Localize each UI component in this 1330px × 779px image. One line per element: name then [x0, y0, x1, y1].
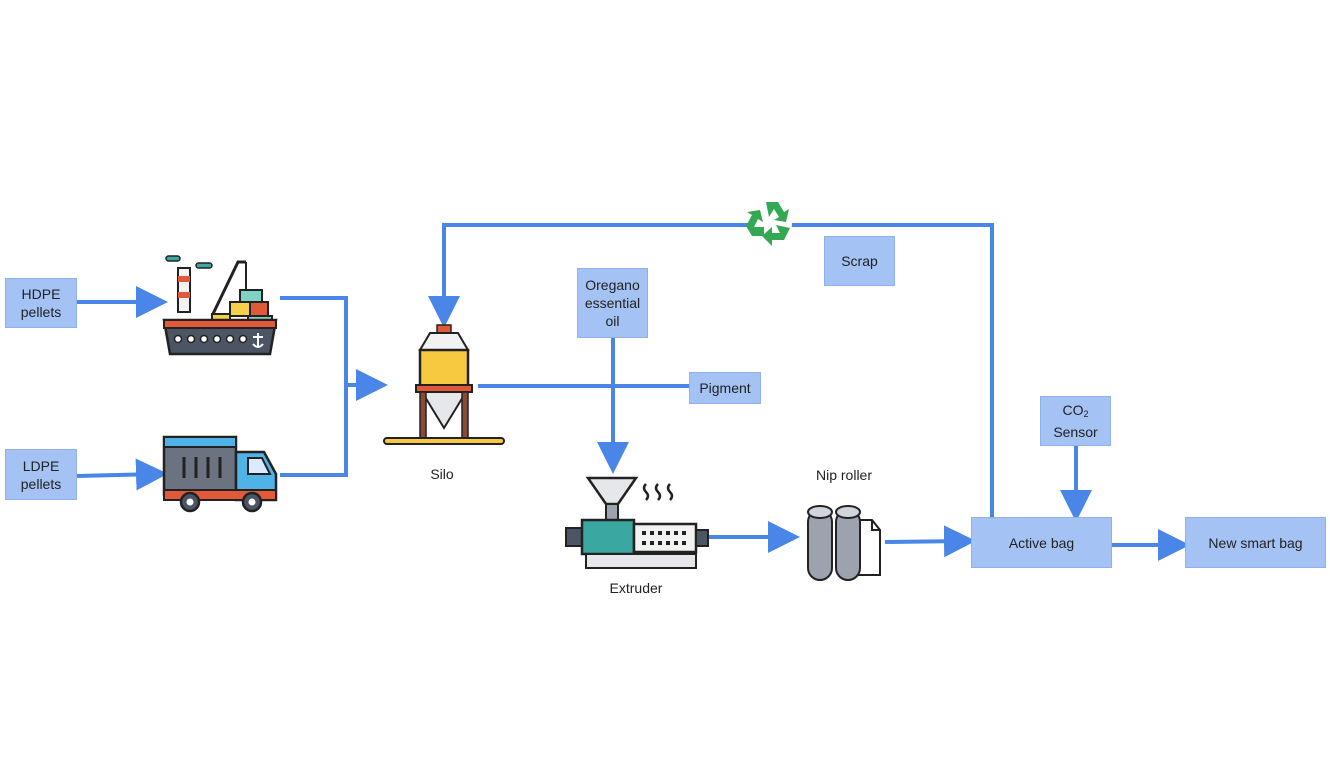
scrap-recycle-loop — [428, 223, 994, 518]
silo-label: Silo — [430, 466, 454, 482]
oregano-oil-box: Oregano essential oil — [577, 268, 648, 338]
arrow-ldpe-to-truck — [76, 458, 168, 491]
co2-sensor-box: CO2 Sensor — [1040, 396, 1111, 446]
scrap-box: Scrap — [824, 236, 895, 286]
new-smart-bag-box: New smart bag — [1185, 517, 1326, 568]
nip-roller-icon — [807, 505, 881, 581]
co2-label: CO2 — [1062, 402, 1089, 419]
nip-roller-label: Nip roller — [815, 467, 872, 483]
cargo-ship-icon — [162, 255, 278, 356]
truck-icon — [162, 435, 278, 513]
line-ship-to-merge — [280, 296, 348, 477]
connectors — [76, 223, 1190, 561]
extruder-label: Extruder — [609, 580, 663, 596]
extruder-icon — [565, 476, 709, 569]
active-bag-box: Active bag — [971, 517, 1112, 568]
arrow-roller-to-bag — [884, 525, 976, 558]
pigment-box: Pigment — [689, 372, 761, 404]
silo-icon — [383, 324, 505, 445]
recycle-icon — [746, 202, 792, 246]
hdpe-pellets-box: HDPE pellets — [5, 278, 77, 328]
ldpe-pellets-box: LDPE pellets — [5, 449, 77, 500]
sensor-label: Sensor — [1053, 424, 1098, 440]
